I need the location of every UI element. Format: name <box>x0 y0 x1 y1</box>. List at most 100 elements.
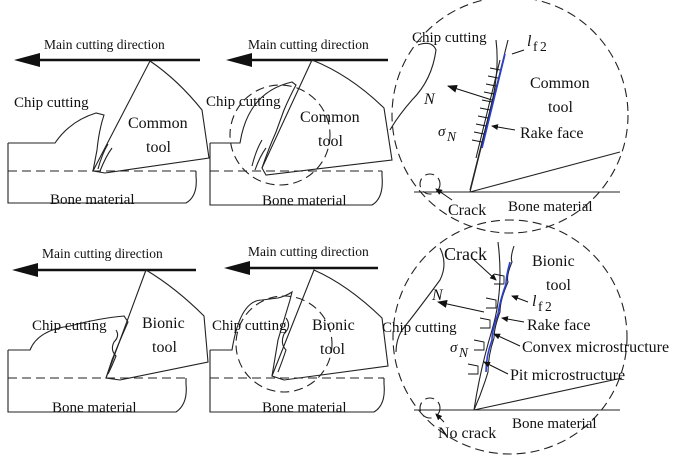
panel-bionic-tool-zoom: Main cutting direction Chip cutting Bion… <box>209 244 389 416</box>
no-crack-label: No crack <box>438 425 496 442</box>
shear-lines <box>251 139 267 171</box>
svg-text:σ: σ <box>450 340 458 356</box>
workpiece <box>209 350 385 413</box>
main-cutting-direction-label: Main cutting direction <box>248 37 369 52</box>
rake-face-label: Rake face <box>520 125 584 142</box>
microstructure-edge <box>107 329 119 375</box>
pressure-arrows <box>471 67 501 143</box>
normal-force-arrow <box>447 84 493 101</box>
crack-pointer <box>435 188 453 201</box>
magnify-circle <box>391 0 629 234</box>
tool-label: tool <box>320 341 345 358</box>
bone-material-label: Bone material <box>50 192 135 208</box>
common-label: Common <box>128 115 188 132</box>
rake-face-blue <box>481 53 506 149</box>
crack-marker <box>419 173 441 195</box>
pit-pointer <box>483 361 509 375</box>
panel-common-tool-zoom: Main cutting direction Chip cutting Comm… <box>206 37 393 209</box>
panel-common-tool-detail: Chip cutting N σ N l f 2 Common tool Rak… <box>389 0 629 234</box>
microstructure-bumps <box>467 273 505 375</box>
tool-flank <box>469 151 621 193</box>
tool-body <box>261 59 393 176</box>
workpiece <box>7 350 187 413</box>
main-cutting-direction-label: Main cutting direction <box>42 246 163 261</box>
lf2-label: l f 2 <box>532 293 552 314</box>
tool-flank <box>473 377 623 411</box>
normal-force-label: N <box>423 91 436 108</box>
tool-label: tool <box>318 133 343 150</box>
zoom-circle <box>235 295 333 393</box>
bone-material-label: Bone material <box>262 193 347 209</box>
chip-outline <box>389 39 498 191</box>
tool-label: tool <box>546 277 571 294</box>
no-crack-marker <box>419 397 441 419</box>
svg-text:l: l <box>527 33 532 50</box>
svg-text:f: f <box>538 299 543 314</box>
lf2-pointer <box>511 49 525 55</box>
chip-cutting-label: Chip cutting <box>382 320 457 336</box>
bone-material-label: Bone material <box>52 400 137 416</box>
pit-microstructure-label: Pit microstructure <box>510 367 625 384</box>
svg-text:f: f <box>533 39 538 54</box>
chip <box>210 290 293 377</box>
sigma-n-label: σ N <box>438 124 457 144</box>
tool-label: tool <box>548 99 573 116</box>
bionic-label: Bionic <box>142 315 185 332</box>
tool-rake-face <box>473 245 515 411</box>
tool-label: tool <box>146 139 171 156</box>
svg-text:2: 2 <box>545 299 552 314</box>
direction-arrow <box>224 261 250 275</box>
direction-arrow <box>14 53 40 67</box>
lf2-pointer <box>511 295 529 303</box>
zoom-circle <box>229 84 331 186</box>
crack-pointer <box>471 257 497 281</box>
direction-arrow <box>226 53 252 67</box>
bone-material-label: Bone material <box>262 400 347 416</box>
main-cutting-direction-label: Main cutting direction <box>248 244 369 259</box>
microstructure-edge <box>277 317 290 373</box>
svg-text:l: l <box>532 293 537 310</box>
tool-body <box>271 269 389 381</box>
panel-common-tool: Main cutting direction Chip cutting Comm… <box>7 37 210 208</box>
svg-text:2: 2 <box>540 39 547 54</box>
svg-text:σ: σ <box>438 124 446 140</box>
no-crack-pointer <box>435 413 445 423</box>
panel-bionic-tool-detail: Crack Bionic tool N l f 2 Rake face Conv… <box>382 219 669 455</box>
crack-label: Crack <box>448 202 486 219</box>
sigma-n-label: σ N <box>450 340 469 360</box>
convex-pointer <box>493 333 521 347</box>
panel-bionic-tool: Main cutting direction Chip cutting Bion… <box>7 246 209 416</box>
chip-cutting-label: Chip cutting <box>14 95 89 111</box>
svg-text:N: N <box>446 129 457 144</box>
tool-body <box>105 269 209 381</box>
shear-lines <box>97 143 113 172</box>
workpiece <box>209 143 383 206</box>
bionic-label: Bionic <box>532 253 575 270</box>
rake-face-blue <box>485 261 511 373</box>
common-label: Common <box>300 109 360 126</box>
chip-outline <box>395 241 501 411</box>
rake-face-label: Rake face <box>527 317 591 334</box>
convex-microstructure-label: Convex microstructure <box>522 339 669 356</box>
chip-cutting-label: Chip cutting <box>32 318 107 334</box>
crack-label: Crack <box>444 244 487 264</box>
chip <box>8 112 105 172</box>
direction-arrow <box>12 263 38 277</box>
common-label: Common <box>530 75 590 92</box>
workpiece <box>7 143 197 204</box>
tool-body <box>92 60 210 174</box>
chip <box>210 81 297 169</box>
tool-label: tool <box>152 339 177 356</box>
pressure-zone <box>475 59 501 159</box>
normal-force-label: N <box>431 287 444 304</box>
chip-cutting-label: Chip cutting <box>412 30 487 46</box>
svg-text:N: N <box>458 345 469 360</box>
magnify-circle <box>392 219 628 455</box>
lf2-label: l f 2 <box>527 33 547 54</box>
rake-face-pointer <box>491 124 516 131</box>
normal-force-arrow <box>437 300 485 313</box>
bionic-label: Bionic <box>312 317 355 334</box>
main-cutting-direction-label: Main cutting direction <box>44 37 165 52</box>
